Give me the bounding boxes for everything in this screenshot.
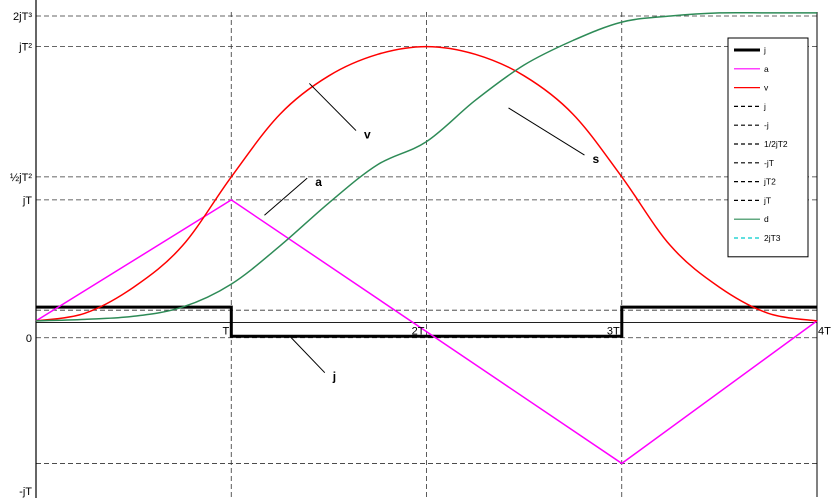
legend-label-4: -j bbox=[764, 120, 769, 130]
series-line-v bbox=[35, 45, 818, 322]
x-tick-label-0: T bbox=[223, 325, 230, 337]
annotation-leader-0 bbox=[308, 83, 357, 131]
annotation-label-s: s bbox=[592, 152, 599, 166]
x-tick-label-1: 2T bbox=[412, 325, 425, 337]
y-tick-label-1: jT² bbox=[18, 42, 32, 54]
series-lines bbox=[35, 11, 818, 465]
legend-label-1: a bbox=[764, 64, 769, 74]
tick-labels: 2jT³ jT² ½jT² jT 0 -jT T 2T 3T 4T bbox=[10, 11, 831, 498]
y-tick-label-3: jT bbox=[22, 195, 32, 207]
legend-box bbox=[727, 37, 809, 258]
legend-label-0: j bbox=[763, 45, 766, 55]
legend-label-2: v bbox=[764, 83, 769, 93]
axes bbox=[35, 0, 818, 498]
y-tick-label-0: 2jT³ bbox=[13, 11, 32, 23]
x-tick-label-3: 4T bbox=[818, 325, 831, 337]
y-tick-label-5: -jT bbox=[19, 486, 32, 498]
legend-label-7: jT2 bbox=[763, 177, 776, 187]
annotation-leader-1 bbox=[508, 107, 585, 156]
legend-label-8: jT bbox=[763, 195, 771, 205]
y-tick-label-4: 0 bbox=[26, 333, 32, 345]
y-tick-label-2: ½jT² bbox=[10, 172, 32, 184]
legend-label-3: j bbox=[763, 101, 766, 111]
annotation-label-a: a bbox=[315, 175, 322, 189]
annotation-label-j: j bbox=[332, 370, 336, 384]
legend-label-10: 2jT3 bbox=[764, 233, 781, 243]
annotations: v s a j bbox=[264, 83, 599, 384]
reference-lines bbox=[36, 12, 817, 497]
legend-label-9: d bbox=[764, 214, 769, 224]
series-line-a bbox=[35, 199, 818, 465]
series-line-d bbox=[35, 11, 817, 322]
series-line-j bbox=[36, 305, 817, 338]
annotation-leader-2 bbox=[264, 177, 308, 216]
legend-label-6: -jT bbox=[764, 158, 774, 168]
annotation-leader-3 bbox=[289, 335, 326, 374]
annotation-label-v: v bbox=[364, 128, 371, 142]
legend-label-5: 1/2jT2 bbox=[764, 139, 788, 149]
x-tick-label-2: 3T bbox=[607, 325, 620, 337]
